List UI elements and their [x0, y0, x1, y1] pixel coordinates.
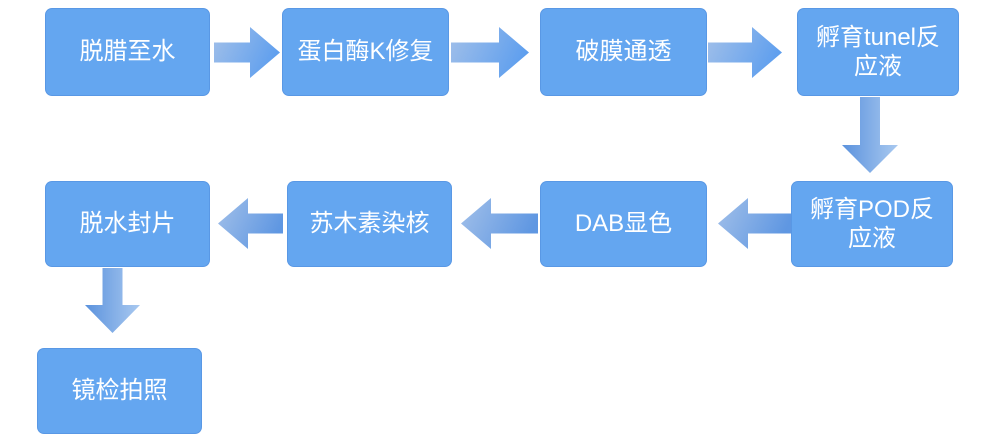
node-label: 脱腊至水: [79, 38, 176, 66]
node-label: DAB显色: [574, 210, 673, 238]
flow-arrow-right-2-icon: [451, 27, 529, 78]
flow-arrow-left-1-icon: [718, 198, 791, 249]
flow-arrow-left-3-icon: [218, 198, 283, 249]
node-label: 孵育tunel反应液: [815, 23, 941, 80]
flow-arrow-left-2-icon: [461, 198, 538, 249]
node-hematoxylin-nuclear-stain: 苏木素染核: [287, 181, 452, 267]
node-microscopy-photograph: 镜检拍照: [37, 348, 202, 434]
node-label: 破膜通透: [575, 38, 672, 66]
node-label: 苏木素染核: [309, 210, 430, 238]
flow-arrow-right-1-icon: [214, 27, 280, 78]
node-label: 孵育POD反应液: [809, 195, 934, 252]
node-dab-color-development: DAB显色: [540, 181, 707, 267]
flow-arrow-down-1-icon: [842, 97, 898, 173]
node-label: 蛋白酶K修复: [297, 38, 434, 66]
node-label: 镜检拍照: [71, 377, 168, 405]
flow-arrow-down-2-icon: [85, 268, 140, 333]
node-proteinase-k-repair: 蛋白酶K修复: [282, 8, 449, 96]
node-tunel-incubation: 孵育tunel反应液: [797, 8, 959, 96]
flow-arrow-right-3-icon: [708, 27, 782, 78]
node-label: 脱水封片: [79, 210, 176, 238]
node-pod-incubation: 孵育POD反应液: [791, 181, 953, 267]
node-dewax-to-water: 脱腊至水: [45, 8, 210, 96]
node-dehydrate-mount: 脱水封片: [45, 181, 210, 267]
node-membrane-permeabilization: 破膜通透: [540, 8, 707, 96]
